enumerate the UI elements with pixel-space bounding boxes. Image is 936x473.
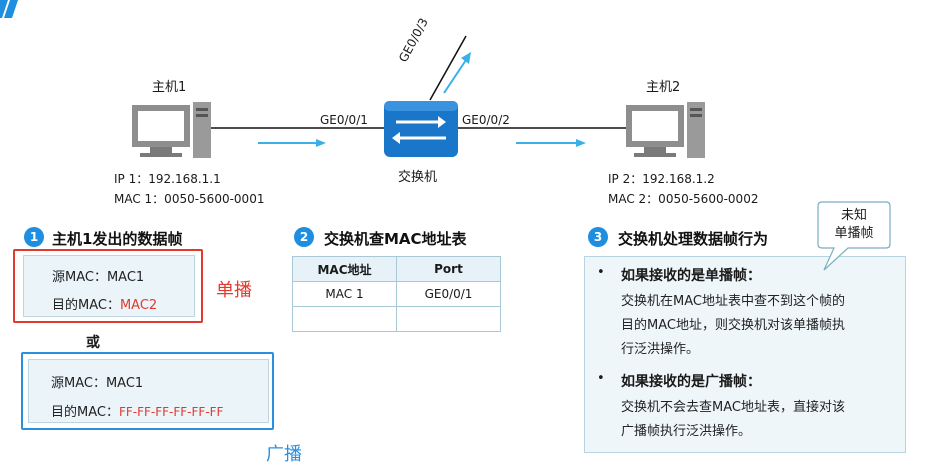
broadcast-dst-label: 目的MAC： (51, 405, 119, 420)
broadcast-dst-mac: 目的MAC：FF-FF-FF-FF-FF-FF (51, 401, 223, 420)
callout-line: 未知 (840, 208, 867, 223)
callout-line: 单播帧 (834, 226, 874, 241)
bullet-line: 交换机在MAC地址表中查不到这个帧的 (621, 294, 845, 309)
bullet-line: 交换机不会去查MAC地址表，直接对该 (621, 400, 845, 415)
step1-title: 主机1发出的数据帧 (52, 230, 183, 248)
port-left-label: GE0/0/1 (320, 113, 368, 127)
unicast-label: 单播 (216, 280, 252, 301)
bullet-broadcast-title: 如果接收的是广播帧： (621, 374, 761, 390)
switch-icon (384, 101, 458, 157)
unicast-src-mac: 源MAC：MAC1 (52, 270, 145, 285)
unicast-dst-mac: 目的MAC：MAC2 (52, 294, 157, 313)
callout-unknown-unicast: 未知 单播帧 (818, 207, 890, 243)
host1-mac: MAC 1：0050-5600-0001 (114, 192, 265, 206)
unicast-frame: 源MAC：MAC1 目的MAC：MAC2 (23, 255, 195, 317)
broadcast-frame: 源MAC：MAC1 目的MAC：FF-FF-FF-FF-FF-FF (28, 359, 269, 423)
bullet-line: 目的MAC地址，则交换机对该单播帧执 (621, 318, 845, 333)
mac-table-cell (396, 306, 501, 332)
traffic-arrow-up (443, 52, 471, 94)
bullet-unicast-title: 如果接收的是单播帧： (621, 268, 761, 284)
corner-logo-mark (0, 0, 18, 18)
bullet-dot: • (597, 265, 605, 280)
mac-table-header-mac: MAC地址 (292, 256, 397, 282)
link-switch-up (429, 35, 467, 101)
bullet-broadcast-text: 交换机不会去查MAC地址表，直接对该 广播帧执行泛洪操作。 (621, 396, 845, 444)
bullet-line: 广播帧执行泛洪操作。 (621, 424, 752, 439)
step2-title: 交换机查MAC地址表 (324, 230, 467, 248)
broadcast-src-mac: 源MAC：MAC1 (51, 376, 144, 391)
unicast-dst-label: 目的MAC： (52, 298, 120, 313)
mac-table-cell: GE0/0/1 (396, 281, 501, 307)
host1-ip: IP 1：192.168.1.1 (114, 172, 221, 186)
step3-badge: 3 (588, 227, 608, 247)
step1-badge: 1 (24, 227, 44, 247)
mac-table-cell (292, 306, 397, 332)
port-right-label: GE0/0/2 (462, 113, 510, 127)
host1-name: 主机1 (152, 80, 187, 95)
bullet-unicast-text: 交换机在MAC地址表中查不到这个帧的 目的MAC地址，则交换机对该单播帧执 行泛… (621, 290, 845, 362)
step3-title: 交换机处理数据帧行为 (618, 230, 769, 248)
host2-mac: MAC 2：0050-5600-0002 (608, 192, 759, 206)
traffic-arrow-left (258, 139, 326, 147)
host2-name: 主机2 (646, 80, 681, 95)
mac-table-cell: MAC 1 (292, 281, 397, 307)
switch-label: 交换机 (398, 170, 438, 185)
broadcast-dst-value: FF-FF-FF-FF-FF-FF (118, 405, 224, 419)
traffic-arrow-right (516, 139, 586, 147)
unicast-frame-outline: 源MAC：MAC1 目的MAC：MAC2 (13, 249, 203, 323)
broadcast-label: 广播 (266, 444, 302, 465)
host2-computer-icon (626, 102, 705, 158)
behavior-info-box: • 如果接收的是单播帧： 交换机在MAC地址表中查不到这个帧的 目的MAC地址，… (584, 256, 906, 453)
host2-ip: IP 2：192.168.1.2 (608, 172, 715, 186)
unicast-dst-value: MAC2 (119, 298, 158, 313)
step2-badge: 2 (294, 227, 314, 247)
bullet-line: 行泛洪操作。 (621, 342, 700, 357)
bullet-dot: • (597, 371, 605, 386)
host1-computer-icon (132, 102, 211, 158)
or-label: 或 (86, 335, 100, 351)
mac-table-header-port: Port (396, 256, 501, 282)
broadcast-frame-outline: 源MAC：MAC1 目的MAC：FF-FF-FF-FF-FF-FF (21, 352, 274, 430)
mac-address-table: MAC地址 Port MAC 1 GE0/0/1 (292, 256, 501, 332)
